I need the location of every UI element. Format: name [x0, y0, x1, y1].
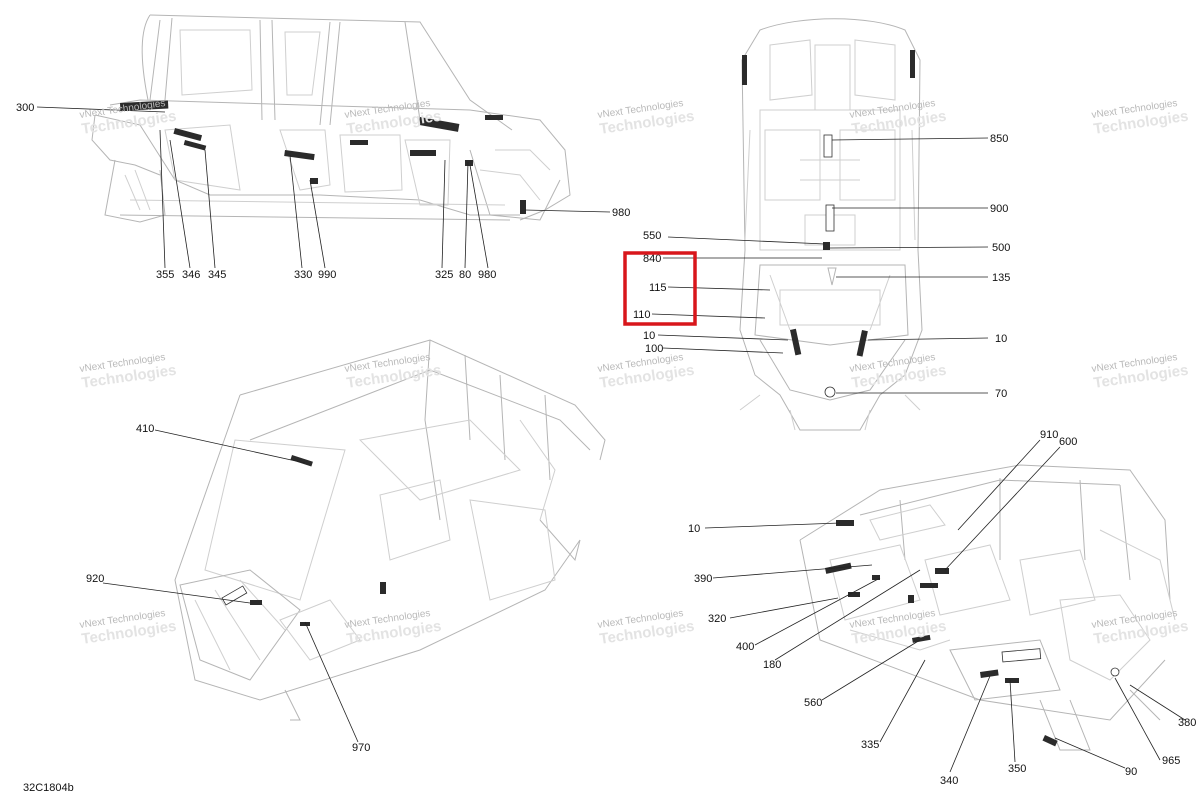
callout-number[interactable]: 115: [649, 282, 667, 294]
callout-number[interactable]: 560: [804, 697, 822, 709]
side-view-vehicle: [91, 14, 571, 223]
callout-number[interactable]: 900: [990, 203, 1008, 215]
callout-number[interactable]: 340: [940, 775, 958, 787]
callout-number[interactable]: 850: [990, 133, 1008, 145]
callout-number[interactable]: 910: [1040, 429, 1058, 441]
callout-number[interactable]: 80: [459, 269, 471, 281]
callout-number[interactable]: 346: [182, 269, 200, 281]
front-iso-vehicle: [174, 339, 606, 721]
rear-iso-callouts: 910 600 10 390 320 400 180 560 335 340 3…: [688, 429, 1196, 787]
callout-number[interactable]: 110: [633, 309, 651, 321]
callout-number[interactable]: 970: [352, 742, 370, 754]
callout-number[interactable]: 330: [294, 269, 312, 281]
callout-number[interactable]: 600: [1059, 436, 1077, 448]
callout-number[interactable]: 920: [86, 573, 104, 585]
callout-number[interactable]: 180: [763, 659, 781, 671]
side-view-leaders: [36, 106, 611, 269]
callout-number[interactable]: 410: [136, 423, 154, 435]
document-id: 32C1804b: [23, 782, 74, 794]
callout-number[interactable]: 90: [1125, 766, 1137, 778]
callout-number[interactable]: 100: [645, 343, 663, 355]
top-view-leaders: [651, 137, 989, 394]
callout-number[interactable]: 400: [736, 641, 754, 653]
callout-number[interactable]: 70: [995, 388, 1007, 400]
callout-number[interactable]: 380: [1178, 717, 1196, 729]
callout-number[interactable]: 500: [992, 242, 1010, 254]
front-iso-leaders: [102, 429, 359, 743]
callout-number[interactable]: 345: [208, 269, 226, 281]
callout-number[interactable]: 325: [435, 269, 453, 281]
callout-number[interactable]: 135: [992, 272, 1010, 284]
callout-number[interactable]: 10: [688, 523, 700, 535]
callout-number[interactable]: 335: [861, 739, 879, 751]
highlight-box: [623, 251, 697, 326]
rear-iso-leaders: [704, 439, 1186, 773]
callout-number[interactable]: 990: [318, 269, 336, 281]
top-view-callouts: 850 900 550 500 840 135 115 110 10 10 10…: [633, 133, 1010, 400]
callout-number[interactable]: 390: [694, 573, 712, 585]
callout-number[interactable]: 10: [995, 333, 1007, 345]
callout-number[interactable]: 320: [708, 613, 726, 625]
callout-number[interactable]: 550: [643, 230, 661, 242]
front-iso-callouts: 410 920 970: [86, 423, 370, 754]
callout-number[interactable]: 965: [1162, 755, 1180, 767]
callout-number[interactable]: 10: [643, 330, 655, 342]
side-view-callouts: 300 355 346 345 330 990 325 80 980 980: [16, 102, 630, 281]
callout-number[interactable]: 980: [612, 207, 630, 219]
callout-number[interactable]: 350: [1008, 763, 1026, 775]
callout-number[interactable]: 980: [478, 269, 496, 281]
callout-number[interactable]: 300: [16, 102, 34, 114]
callout-number[interactable]: 355: [156, 269, 174, 281]
callout-number[interactable]: 840: [643, 253, 661, 265]
rear-iso-vehicle: [799, 464, 1176, 751]
